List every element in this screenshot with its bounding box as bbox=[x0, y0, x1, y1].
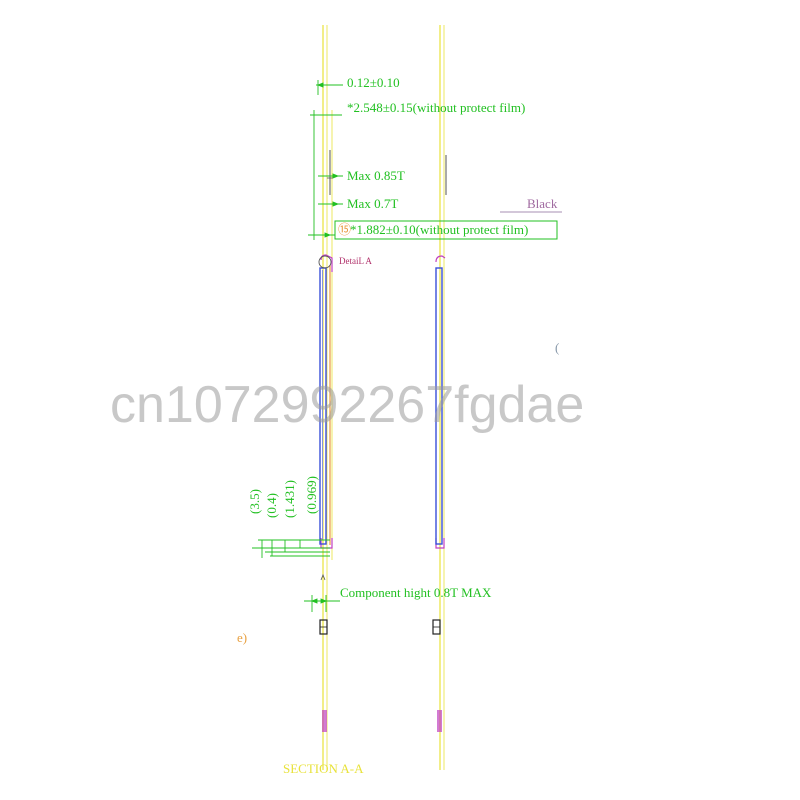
dim-vertical-0-969: (0.969) bbox=[304, 476, 319, 514]
dim-panel-thickness: *1.882±0.10(without protect film) bbox=[350, 222, 528, 237]
section-title: SECTION A-A bbox=[283, 761, 364, 776]
dim-component-height: Component hight 0.8T MAX bbox=[340, 585, 492, 600]
dim-thickness-tolerance: 0.12±0.10 bbox=[347, 75, 400, 90]
right-edge-fragment: ( bbox=[555, 340, 559, 355]
dim-vertical-0-4: (0.4) bbox=[264, 493, 279, 518]
left-bottom-features bbox=[319, 573, 328, 732]
dimension-lines bbox=[252, 80, 558, 612]
detail-a-label: DetaiL A bbox=[339, 256, 372, 266]
left-detail-circle bbox=[318, 255, 332, 269]
right-features bbox=[432, 155, 447, 732]
right-panel-body bbox=[435, 267, 443, 545]
left-edge-fragment: e) bbox=[237, 630, 247, 645]
black-label: Black bbox=[527, 196, 558, 211]
dim-vertical-1-431: (1.431) bbox=[282, 480, 297, 518]
dim-marker-symbol: ⑮ bbox=[338, 222, 351, 237]
left-top-features bbox=[327, 150, 333, 195]
dim-total-thickness: *2.548±0.15(without protect film) bbox=[347, 100, 525, 115]
right-part-outline bbox=[435, 25, 446, 770]
dim-max-085: Max 0.85T bbox=[347, 168, 405, 183]
watermark: cn1072992267fgdae bbox=[110, 376, 584, 434]
dim-vertical-3-5: (3.5) bbox=[247, 489, 262, 514]
left-part-outline bbox=[320, 25, 333, 770]
dim-max-07: Max 0.7T bbox=[347, 196, 398, 211]
